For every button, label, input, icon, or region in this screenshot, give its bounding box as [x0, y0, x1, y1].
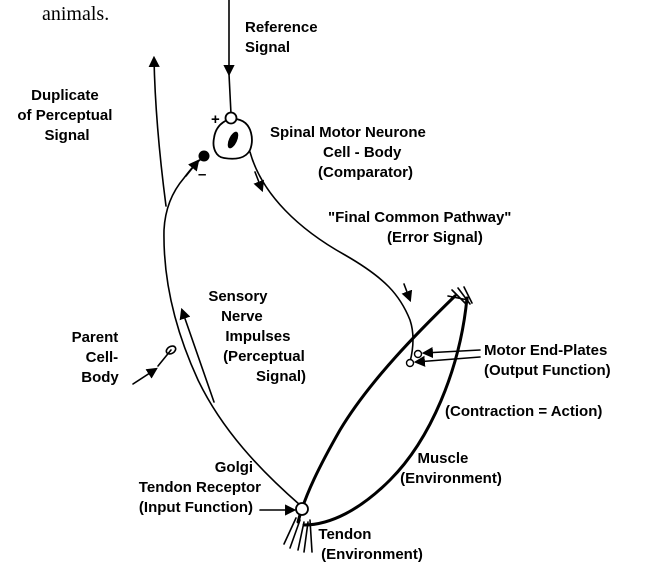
plus-sign: +	[211, 111, 220, 128]
end-plate-pointer-2	[413, 355, 481, 367]
end-plate-pointer-1	[421, 346, 481, 359]
motor-end-plate-1	[413, 349, 423, 359]
muscle-outline-left	[296, 294, 457, 524]
contraction-label: (Contraction = Action)	[445, 403, 602, 420]
excitatory-synapse-icon	[224, 111, 238, 125]
motor-end-plates-label: Motor End-Plates (Output Function)	[484, 342, 612, 379]
pathway-arrow-top	[253, 171, 264, 193]
muscle-label: Muscle (Environment)	[400, 450, 502, 487]
minus-sign: –	[198, 166, 206, 183]
duplicate-perceptual-label: Duplicate of Perceptual Signal	[17, 87, 116, 144]
lower-tendon-fibers	[283, 517, 313, 553]
caption-fragment: animals.	[42, 3, 109, 25]
sensory-arrow-into-comparator	[185, 159, 200, 177]
golgi-receptor-icon	[295, 502, 309, 516]
duplicate-signal-branch	[148, 55, 167, 207]
pathway-arrow-bottom	[401, 283, 413, 303]
sensory-nerve-label: Sensory Nerve Impulses (Perceptual Signa…	[208, 288, 309, 385]
parent-cell-body-label: Parent Cell- Body	[72, 329, 123, 386]
motor-end-plate-2	[405, 358, 415, 368]
golgi-tendon-receptor-label: Golgi Tendon Receptor (Input Function)	[139, 459, 265, 516]
spinal-motor-neurone-label: Spinal Motor Neurone Cell - Body (Compar…	[270, 124, 430, 181]
muscle-outline-right	[302, 296, 469, 527]
final-common-pathway-label: "Final Common Pathway" (Error Signal)	[328, 209, 516, 246]
cell-nucleus	[227, 131, 239, 149]
reference-signal-line	[228, 73, 232, 115]
parent-cell-pointer	[132, 367, 158, 385]
parent-cell-stalk	[157, 349, 172, 367]
upper-tendon-fibers	[447, 286, 473, 305]
final-common-pathway	[249, 151, 414, 363]
sensory-impulses-arrow	[179, 307, 215, 403]
tendon-label: Tendon (Environment)	[318, 526, 422, 563]
reference-signal-label: Reference Signal	[245, 19, 322, 56]
